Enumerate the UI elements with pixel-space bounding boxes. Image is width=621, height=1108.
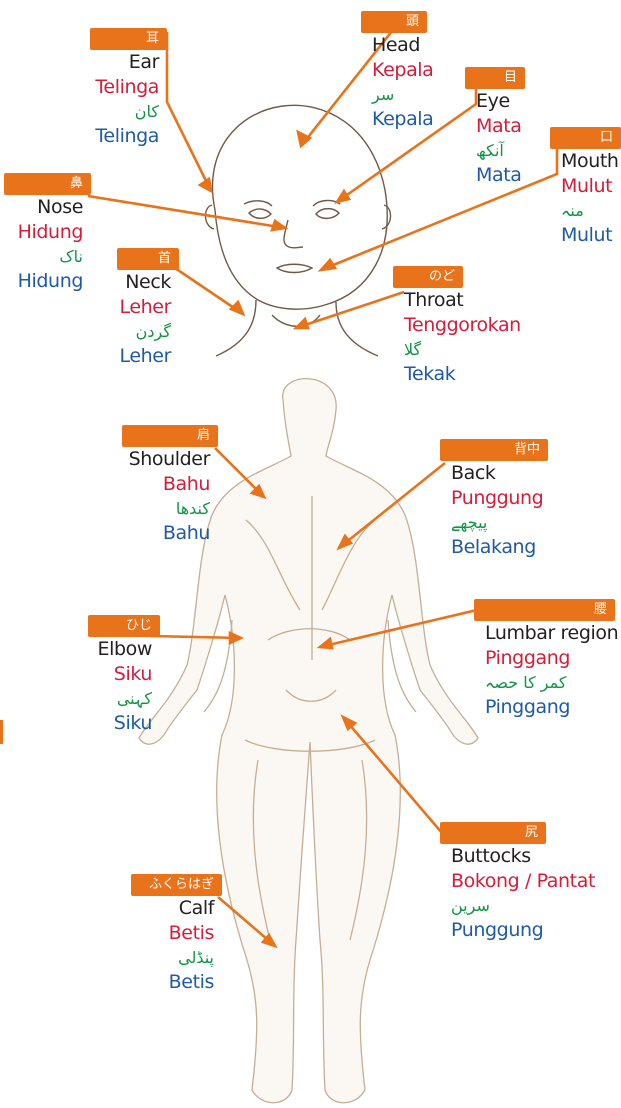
tag-mouth: 口	[550, 127, 621, 149]
urdu-elbow: کہنی	[0, 687, 152, 711]
malay-neck: Leher	[1, 295, 171, 320]
urdu-neck: گردن	[1, 320, 171, 344]
tag-buttocks: 尻	[440, 822, 546, 844]
label-calf: ふくらはぎ Calf Betis پنڈلی Betis	[44, 873, 214, 995]
indonesian-lumbar: Pinggang	[485, 695, 621, 720]
indonesian-calf: Betis	[44, 970, 214, 995]
urdu-mouth: منہ	[561, 199, 621, 223]
urdu-lumbar: کمر کا حصہ	[485, 671, 621, 695]
malay-elbow: Siku	[0, 662, 152, 687]
tag-throat: のど	[393, 266, 463, 288]
english-mouth: Mouth	[561, 149, 621, 174]
label-lumbar: 腰 Lumbar region Pinggang کمر کا حصہ Ping…	[485, 598, 621, 720]
indonesian-back: Belakang	[451, 535, 621, 560]
indonesian-ear: Telinga	[0, 124, 159, 149]
urdu-buttocks: سرین	[451, 894, 621, 918]
english-lumbar: Lumbar region	[485, 621, 621, 646]
english-throat: Throat	[404, 288, 574, 313]
label-back: 背中 Back Punggung پیچھے Belakang	[451, 438, 621, 560]
malay-lumbar: Pinggang	[485, 646, 621, 671]
urdu-back: پیچھے	[451, 511, 621, 535]
indonesian-elbow: Siku	[0, 711, 152, 736]
malay-buttocks: Bokong / Pantat	[451, 869, 621, 894]
label-elbow: ひじ Elbow Siku کہنی Siku	[0, 614, 152, 736]
english-calf: Calf	[44, 896, 214, 921]
label-neck: 首 Neck Leher گردن Leher	[1, 247, 171, 369]
tag-back: 背中	[440, 439, 548, 461]
tag-nose: 鼻	[4, 173, 91, 195]
label-mouth: 口 Mouth Mulut منہ Mulut	[561, 126, 621, 248]
english-shoulder: Shoulder	[40, 447, 210, 472]
malay-nose: Hidung	[0, 220, 83, 245]
tag-shoulder: 肩	[122, 425, 218, 447]
malay-mouth: Mulut	[561, 174, 621, 199]
english-nose: Nose	[0, 195, 83, 220]
head-figure	[205, 105, 390, 356]
malay-calf: Betis	[44, 921, 214, 946]
tag-eye: 目	[465, 67, 525, 89]
indonesian-buttocks: Punggung	[451, 918, 621, 943]
tag-head: 頭	[361, 11, 427, 33]
indonesian-mouth: Mulut	[561, 223, 621, 248]
english-head: Head	[372, 33, 542, 58]
tag-elbow: ひじ	[88, 615, 160, 637]
malay-throat: Tenggorokan	[404, 313, 574, 338]
tag-calf: ふくらはぎ	[131, 874, 222, 896]
english-elbow: Elbow	[0, 637, 152, 662]
malay-back: Punggung	[451, 486, 621, 511]
indonesian-throat: Tekak	[404, 362, 574, 387]
malay-ear: Telinga	[0, 75, 159, 100]
english-buttocks: Buttocks	[451, 844, 621, 869]
english-neck: Neck	[1, 270, 171, 295]
tag-neck: 首	[117, 248, 179, 270]
label-ear: 耳 Ear Telinga کان Telinga	[0, 27, 159, 149]
tag-ear: 耳	[90, 28, 167, 50]
urdu-ear: کان	[0, 100, 159, 124]
tag-lumbar: 腰	[474, 599, 615, 621]
label-buttocks: 尻 Buttocks Bokong / Pantat سرین Punggung	[451, 821, 621, 943]
indonesian-neck: Leher	[1, 344, 171, 369]
indonesian-shoulder: Bahu	[40, 521, 210, 546]
english-eye: Eye	[476, 89, 621, 114]
urdu-shoulder: کندھا	[40, 497, 210, 521]
english-back: Back	[451, 461, 621, 486]
english-ear: Ear	[0, 50, 159, 75]
urdu-throat: گلا	[404, 338, 574, 362]
malay-shoulder: Bahu	[40, 472, 210, 497]
label-throat: のど Throat Tenggorokan گلا Tekak	[404, 265, 574, 387]
urdu-calf: پنڈلی	[44, 946, 214, 970]
label-shoulder: 肩 Shoulder Bahu کندھا Bahu	[40, 424, 210, 546]
